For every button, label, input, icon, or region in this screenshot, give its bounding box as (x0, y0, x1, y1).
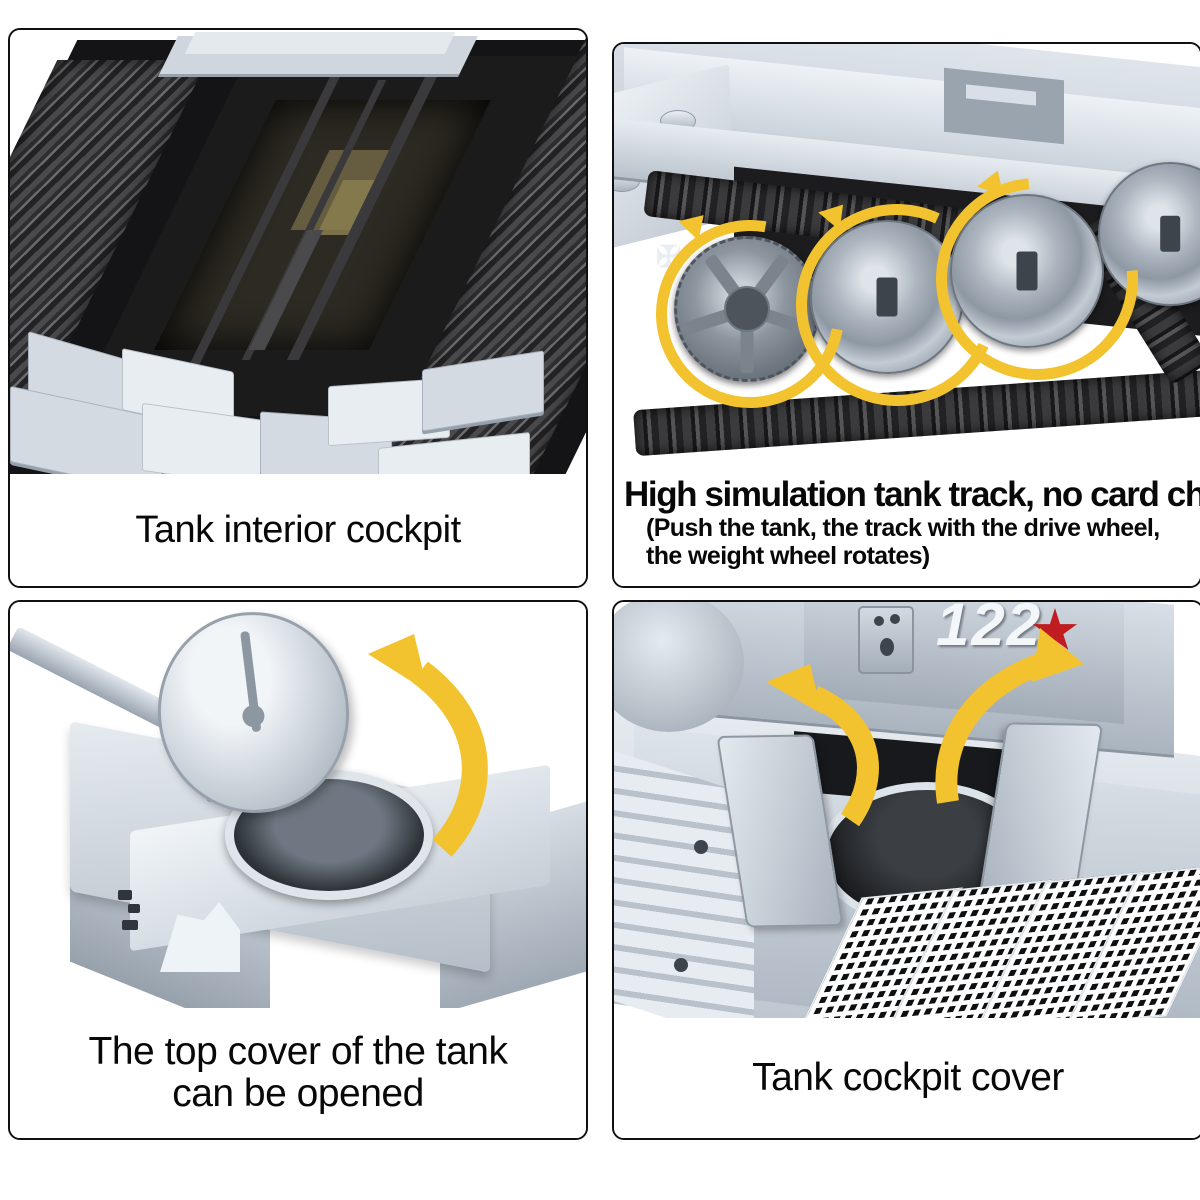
caption-subtext: (Push the tank, the track with the drive… (646, 513, 1160, 570)
hatch-lid-knob (241, 703, 267, 728)
turret-hatch-dot-3 (880, 638, 894, 656)
turret-marking-dot-3 (122, 920, 138, 930)
caption-text: Tank interior cockpit (135, 508, 461, 551)
caption-tank-interior: Tank interior cockpit (10, 474, 586, 586)
artwork-tank-interior (10, 30, 586, 475)
sprocket-hub (724, 286, 770, 332)
turret-number: 122 (936, 602, 1043, 658)
hull-notch (944, 67, 1064, 145)
caption-top-cover: The top cover of the tank can be opened (10, 1008, 586, 1138)
caption-high-simulation-track: High simulation tank track, no card chai… (614, 460, 1200, 586)
artwork-running-gear: ✠ (614, 44, 1200, 464)
artwork-turret-hatch (10, 602, 586, 1012)
road-wheel-2 (950, 194, 1104, 348)
turret-hatch-dot-1 (874, 616, 884, 626)
panel-cockpit-cover: 122 Tank cockpit cover (612, 600, 1200, 1140)
turret-side-dome (614, 602, 744, 732)
caption-cockpit-cover: Tank cockpit cover (614, 1018, 1200, 1138)
turret-marking-dot-1 (118, 890, 132, 900)
panel-tank-interior-cockpit: Tank interior cockpit (8, 28, 588, 588)
road-wheel-1 (810, 220, 964, 374)
caption-text: High simulation tank track, no card chai… (624, 475, 1200, 515)
turret-hatch-dot-2 (890, 614, 900, 624)
caption-text-line2: can be opened (172, 1072, 424, 1115)
caption-text: Tank cockpit cover (752, 1056, 1064, 1100)
deck-rivet-2 (674, 958, 688, 972)
open-arrow-right (935, 628, 1084, 804)
turret-marking-dot-2 (128, 904, 140, 913)
artwork-cockpit-cover: 122 (614, 602, 1200, 1022)
open-arrow (368, 634, 488, 857)
panel-high-simulation-track: ✠ High simulation tank track, no card ch… (612, 42, 1200, 588)
caption-text-line1: The top cover of the tank (88, 1030, 508, 1074)
panel-top-cover: The top cover of the tank can be opened (8, 600, 588, 1140)
german-cross-marking: ✠ (656, 241, 682, 274)
open-arrow-left (766, 664, 879, 827)
drive-sprocket (674, 236, 820, 382)
deck-rivet-1 (694, 840, 708, 854)
hull-lid-highlight (184, 32, 456, 54)
